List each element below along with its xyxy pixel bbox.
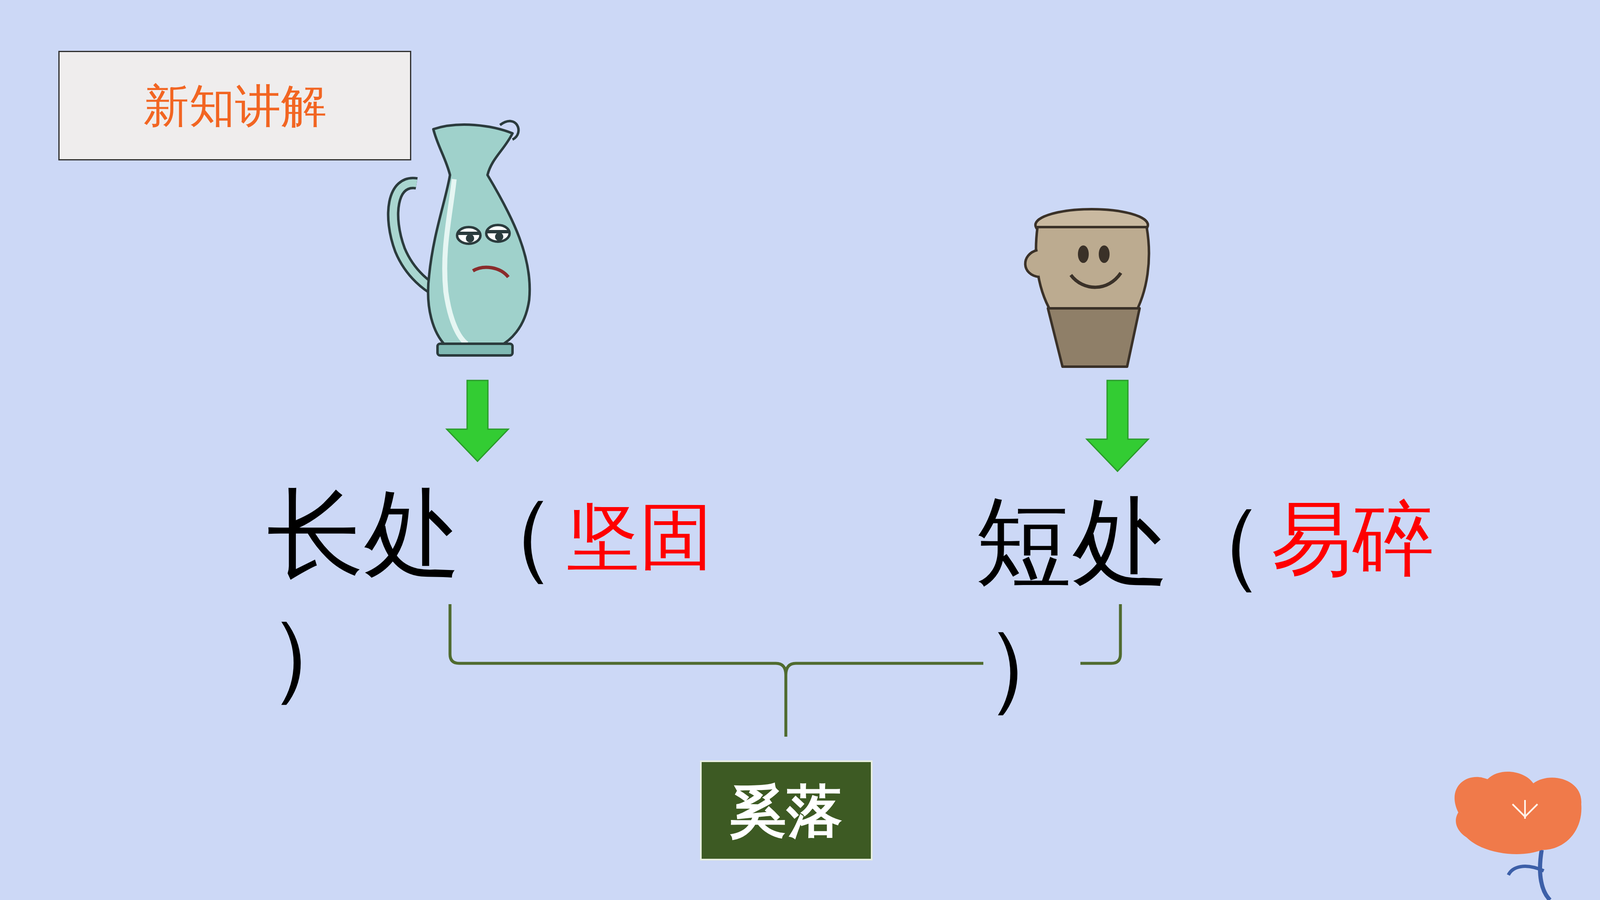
weakness-value: 易碎: [1270, 497, 1435, 580]
strength-label: 长处（: [266, 485, 558, 583]
pot-picture: [1025, 209, 1150, 367]
strength-value: 坚固: [566, 500, 713, 573]
brace-bracket: [450, 604, 1121, 737]
term-box: 奚落: [700, 760, 873, 861]
down-arrow: [1086, 380, 1149, 472]
down-arrow: [446, 380, 509, 462]
section-tag: 新知讲解: [58, 50, 412, 161]
bracket-close: ）: [983, 616, 1081, 714]
node-text: 奚落: [730, 782, 843, 839]
jug-picture: [393, 121, 530, 356]
weakness-label: 短处（: [975, 493, 1267, 591]
flower-decoration: [1454, 771, 1582, 900]
bracket-close: ）: [266, 606, 364, 704]
node-text: 新知讲解: [143, 82, 327, 129]
